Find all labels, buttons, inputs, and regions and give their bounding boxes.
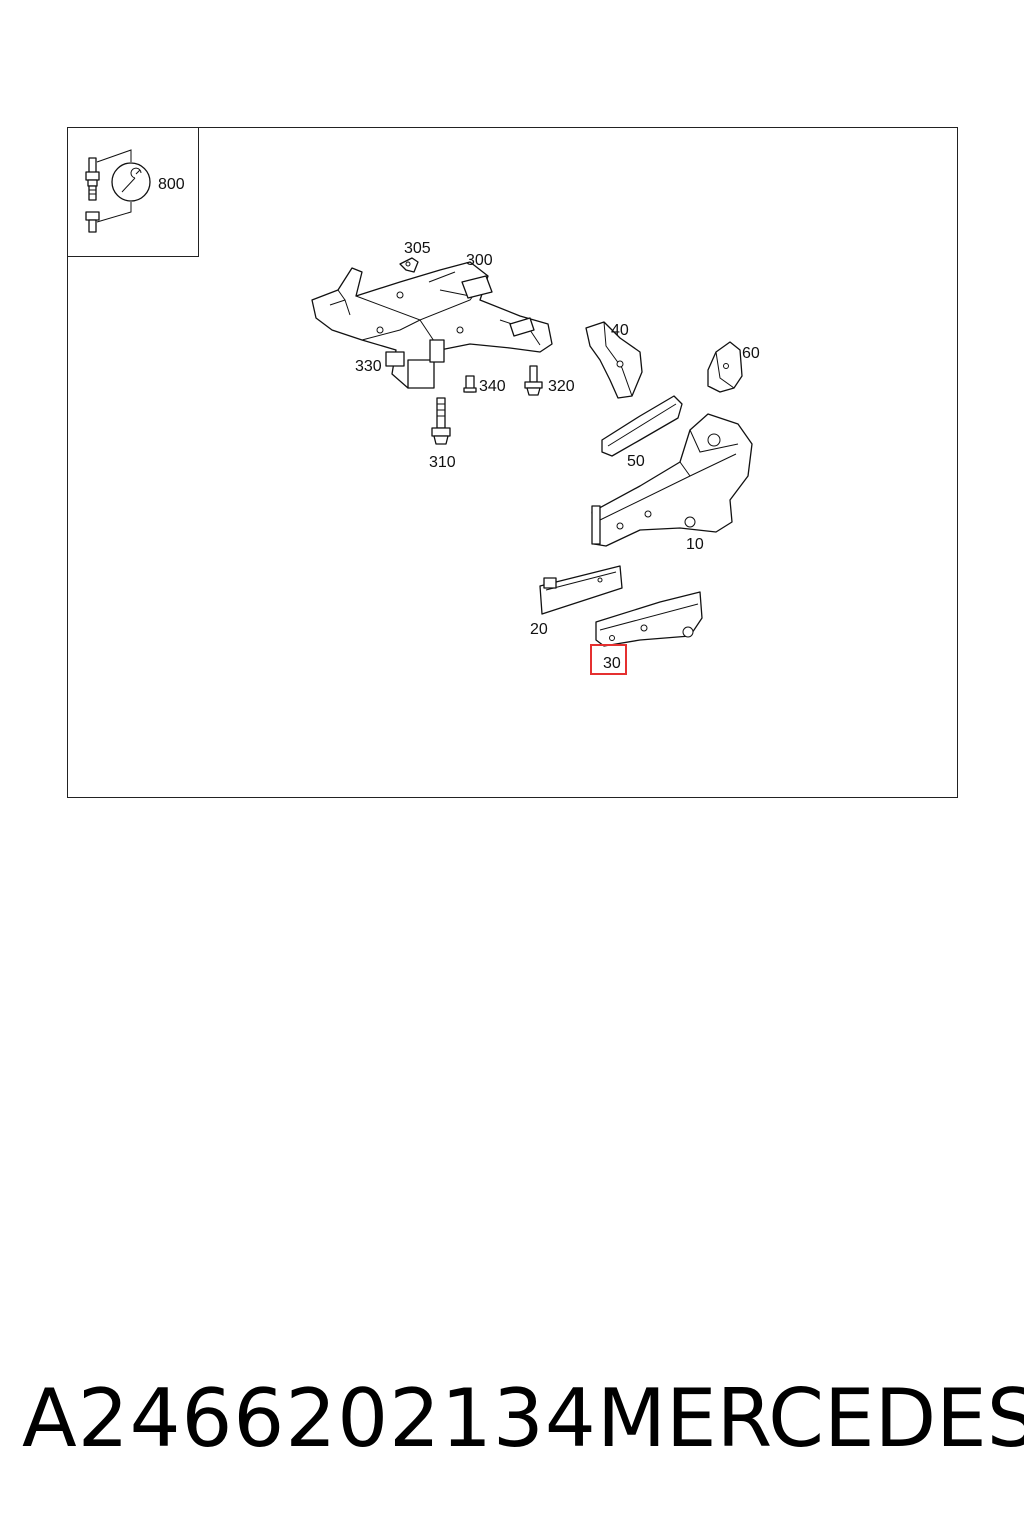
callout-330[interactable]: 330 xyxy=(355,358,382,375)
nut-part-340[interactable] xyxy=(463,375,477,393)
bolt-part-320[interactable] xyxy=(524,365,543,396)
parts-diagram: 800 300 305 330 310 xyxy=(85,149,760,675)
callout-20[interactable]: 20 xyxy=(530,621,548,638)
callout-60[interactable]: 60 xyxy=(742,345,760,362)
callout-50[interactable]: 50 xyxy=(627,453,645,470)
callout-320[interactable]: 320 xyxy=(548,378,575,395)
callout-340[interactable]: 340 xyxy=(479,378,506,395)
brand-name: MERCEDES xyxy=(597,1372,1024,1465)
mount-part-330[interactable] xyxy=(385,351,405,367)
bolt-part-310[interactable] xyxy=(431,397,451,445)
callout-300[interactable]: 300 xyxy=(466,252,493,269)
panel-part-60[interactable] xyxy=(707,341,743,393)
bolt-set-icon xyxy=(85,149,132,233)
part-number: A2466202134 xyxy=(22,1372,597,1465)
longitudinal-member-part-10[interactable] xyxy=(591,413,753,547)
highlight-box xyxy=(590,644,627,675)
bracket-part-305[interactable] xyxy=(399,257,419,273)
wrench-icon xyxy=(111,162,151,202)
diagram-frame xyxy=(67,127,958,798)
bracket-part-40[interactable] xyxy=(585,321,643,399)
callout-40[interactable]: 40 xyxy=(611,322,629,339)
callout-310[interactable]: 310 xyxy=(429,454,456,471)
callout-10[interactable]: 10 xyxy=(686,536,704,553)
tool-inset-box xyxy=(67,127,199,257)
rail-part-50[interactable] xyxy=(601,395,683,457)
callout-800[interactable]: 800 xyxy=(158,176,185,193)
front-subframe-part-300[interactable] xyxy=(311,261,553,389)
callout-305[interactable]: 305 xyxy=(404,240,431,257)
callout-30[interactable]: 30 xyxy=(603,655,621,672)
reinforcement-part-20[interactable] xyxy=(539,565,623,615)
lower-member-part-30[interactable] xyxy=(595,591,703,647)
